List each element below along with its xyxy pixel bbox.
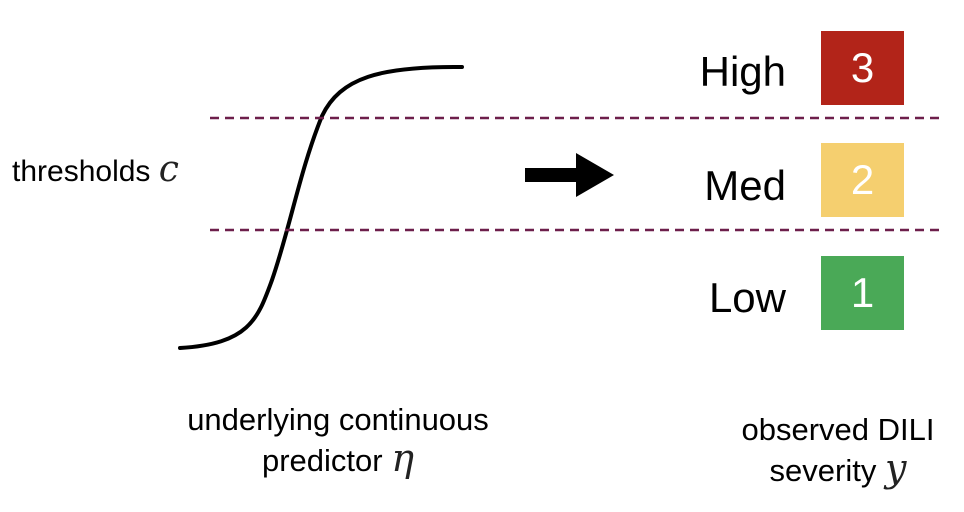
thresholds-text: thresholds [12, 155, 151, 188]
outcome-caption-text: severity [769, 453, 877, 488]
predictor-caption-line1: underlying continuous [187, 402, 489, 437]
predictor-caption: underlying continuous predictor η [148, 400, 528, 480]
level-label-low: Low [708, 274, 786, 321]
level-label-high: High [699, 48, 786, 95]
severity-badge-med: 2 [821, 143, 904, 217]
thresholds-symbol: c [158, 149, 179, 190]
predictor-symbol: η [391, 436, 414, 480]
severity-badge-low: 1 [821, 256, 904, 330]
outcome-caption: observed DILI severity y [715, 410, 961, 490]
outcome-caption-line2: severity y [715, 449, 961, 490]
sigmoid-curve [178, 64, 464, 350]
level-label-med: Med [704, 162, 786, 209]
predictor-caption-text: predictor [261, 443, 383, 478]
predictor-caption-line2: predictor η [148, 439, 528, 480]
thresholds-label: thresholds c [12, 152, 179, 190]
severity-badge-high: 3 [821, 31, 904, 105]
right-arrow-icon [525, 153, 614, 197]
outcome-caption-line1: observed DILI [741, 412, 935, 447]
outcome-symbol: y [884, 446, 907, 490]
